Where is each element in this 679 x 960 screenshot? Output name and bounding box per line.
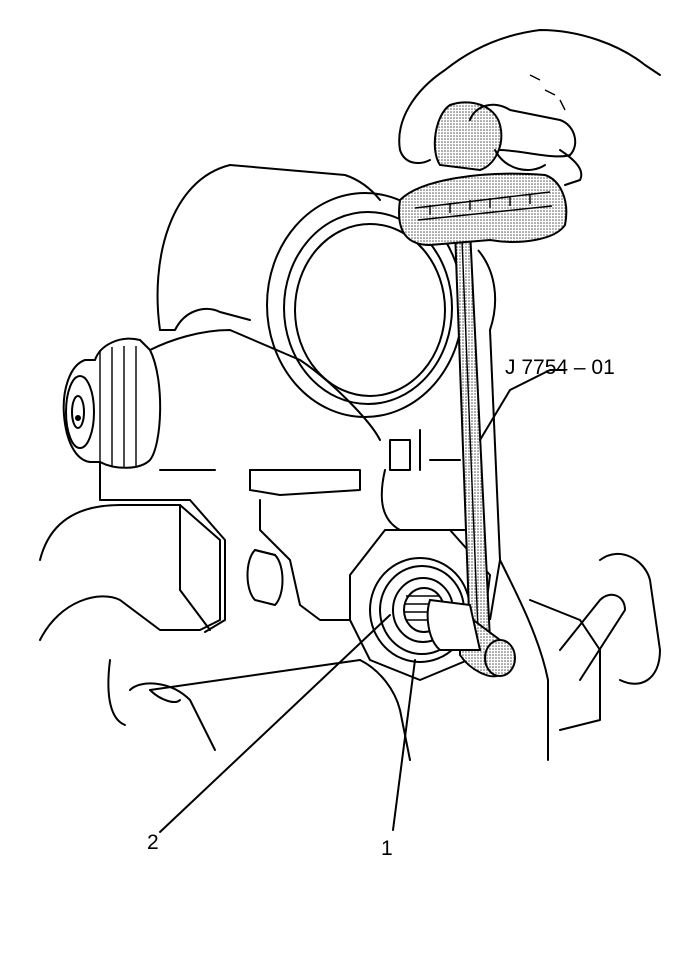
hand-icon xyxy=(398,29,661,186)
leader-lines xyxy=(159,369,566,833)
tool-label: J 7754 – 01 xyxy=(505,356,615,379)
adjuster-knob xyxy=(62,337,162,469)
callout-2-label: 2 xyxy=(147,831,159,854)
torque-wrench-icon xyxy=(398,172,568,678)
callout-1-label: 1 xyxy=(381,837,393,860)
gear-housing-lower xyxy=(39,329,661,761)
